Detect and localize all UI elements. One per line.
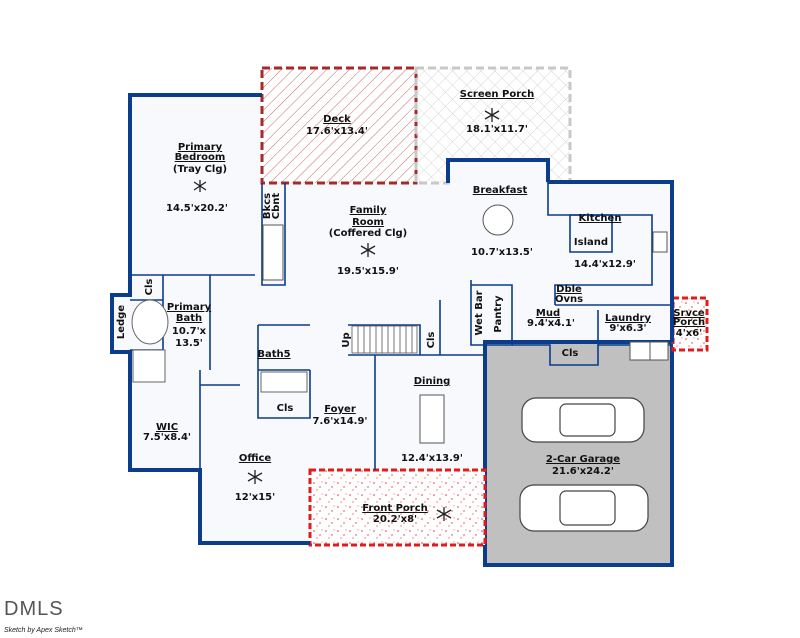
family-room-label-2: Room: [352, 217, 384, 228]
deck-size: 17.6'x13.4': [306, 126, 368, 137]
primary-bath-label-2: Bath: [176, 313, 202, 324]
fireplace: [262, 224, 284, 281]
screen-porch-size: 18.1'x11.7': [466, 124, 528, 135]
primary-bedroom-label-1: Primary: [178, 142, 223, 153]
primary-bedroom-label-2: Bedroom: [175, 152, 226, 163]
wic-size: 7.5'x8.4': [143, 432, 191, 443]
washer: [629, 341, 651, 361]
pantry-label: Pantry: [493, 295, 504, 333]
service-porch-label-1: Srvce: [673, 308, 705, 319]
deck-label: Deck: [323, 114, 351, 125]
family-room-note: (Coffered Clg): [329, 228, 408, 239]
mud-closet-label: Cls: [562, 348, 579, 359]
office-label: Office: [239, 453, 272, 464]
primary-bedroom-size: 14.5'x20.2': [166, 203, 228, 214]
dble-ovns-label-1: Dble: [556, 284, 582, 295]
dryer: [649, 341, 669, 361]
primary-bath-size-1: 10.7'x: [172, 326, 207, 337]
service-porch-size: 4'x6': [676, 328, 703, 339]
mud-size: 9.4'x4.1': [527, 318, 575, 329]
foyer-size: 7.6'x14.9': [313, 416, 368, 427]
shower: [132, 349, 166, 383]
bath5-closet-label: Cls: [277, 403, 294, 414]
dining-size: 12.4'x13.9': [401, 453, 463, 464]
kitchen-label: Kitchen: [579, 213, 622, 224]
wet-bar-label: Wet Bar: [474, 290, 485, 335]
laundry-size: 9'x6.3': [609, 323, 646, 334]
cbnt-label: Cbnt: [271, 193, 282, 220]
dining-label: Dining: [414, 376, 451, 387]
wic-label: WIC: [156, 422, 178, 433]
ledge-label: Ledge: [116, 305, 127, 339]
primary-closet-label: Cls: [144, 279, 155, 296]
dmls-logo: DMLS: [4, 598, 64, 620]
bath5-shower: [260, 371, 308, 393]
bathtub: [131, 299, 169, 345]
service-porch-area: [671, 296, 709, 352]
breakfast-size: 10.7'x13.5': [471, 247, 533, 258]
bkcs-label: Bkcs: [262, 193, 273, 219]
island-label: Island: [574, 237, 608, 248]
front-porch-label: Front Porch: [362, 503, 428, 514]
foyer-label: Foyer: [324, 404, 356, 415]
front-porch-area: [308, 468, 487, 547]
stairs-up-label: Up: [341, 332, 352, 347]
screen-porch-label: Screen Porch: [460, 89, 534, 100]
breakfast-table: [482, 204, 514, 236]
kitchen-size: 14.4'x12.9': [574, 259, 636, 270]
staircase[interactable]: [351, 325, 418, 354]
family-room-size: 19.5'x15.9': [337, 266, 399, 277]
office-size: 12'x15': [235, 492, 275, 503]
bath5-label: Bath5: [257, 349, 290, 360]
room-labels: Deck 17.6'x13.4' Screen Porch 18.1'x11.7…: [116, 89, 705, 525]
mud-label: Mud: [536, 308, 560, 319]
ceiling-fan-icon: [193, 108, 500, 521]
sketch-credit: Sketch by Apex Sketch™: [4, 627, 83, 634]
car-top: [521, 397, 645, 443]
range: [652, 231, 668, 253]
primary-bedroom-note: (Tray Clg): [173, 164, 227, 175]
family-room-label-1: Family: [350, 205, 387, 216]
dining-table: [419, 394, 445, 444]
garage-label: 2-Car Garage: [546, 454, 620, 465]
front-porch-size: 20.2'x8': [373, 514, 417, 525]
breakfast-label: Breakfast: [473, 185, 528, 196]
dble-ovns-label-2: Ovns: [555, 294, 583, 305]
car-bottom: [519, 484, 649, 532]
stair-closet-label: Cls: [426, 332, 437, 349]
service-porch-label-2: Porch: [673, 317, 705, 328]
garage-size: 21.6'x24.2': [552, 466, 614, 477]
laundry-label: Laundry: [605, 313, 651, 324]
primary-bath-label-1: Primary: [167, 302, 212, 313]
primary-bath-size-2: 13.5': [175, 338, 203, 349]
exterior-wall: [110, 93, 674, 567]
